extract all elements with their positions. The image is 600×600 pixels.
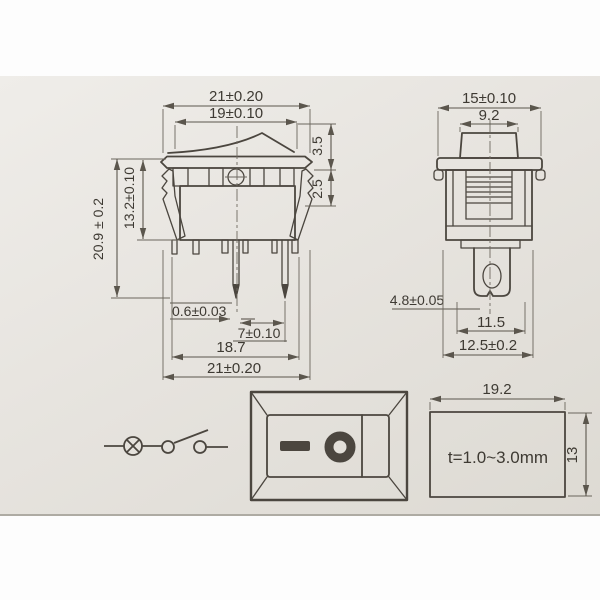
terminal-pin xyxy=(171,239,178,255)
left-snap-clip xyxy=(161,168,186,241)
side-terminal-block xyxy=(473,247,511,297)
dim-terminal-pitch: 7±0.10 xyxy=(238,325,281,341)
switch-symbol-icon xyxy=(161,429,209,454)
panel-thickness-note: t=1.0~3.0mm xyxy=(448,448,548,467)
dim-lower-width: 11.5 xyxy=(477,314,505,331)
dim-cutout-width: 19.2 xyxy=(482,381,511,398)
front-flange xyxy=(160,155,313,169)
terminal-pin xyxy=(271,239,278,254)
lamp-symbol-icon xyxy=(123,436,143,456)
flange-ear xyxy=(535,169,546,181)
side-button xyxy=(459,132,519,159)
terminal-pin xyxy=(291,239,299,254)
switch-body-front xyxy=(179,185,296,241)
dim-terminal-width: 4.8±0.05 xyxy=(390,292,445,308)
dim-total-height: 20.9 ± 0.2 xyxy=(90,198,106,260)
body-step xyxy=(460,239,521,249)
terminal-hole xyxy=(482,263,502,289)
top-view-rocker-window xyxy=(266,414,390,478)
dim-front-width-bottom: 21±0.20 xyxy=(207,360,261,377)
dim-body-height: 13.2±0.10 xyxy=(121,167,137,229)
on-mark-icon xyxy=(280,441,310,451)
side-view-drawing xyxy=(433,120,546,314)
dim-rocker-height: 3.5 xyxy=(309,136,325,156)
terminal-pin xyxy=(192,239,200,255)
front-view-drawing xyxy=(160,126,314,314)
dim-front-width-inner: 19±0.10 xyxy=(209,105,263,122)
dim-cutout-height: 13 xyxy=(564,447,581,464)
dim-body-width: 12.5±0.2 xyxy=(459,337,517,354)
dim-flange-width: 15±0.10 xyxy=(462,90,516,107)
rocker-actuator-profile xyxy=(167,132,295,154)
terminal-pin xyxy=(242,239,249,254)
side-body xyxy=(445,169,533,241)
terminal-pin xyxy=(221,239,229,254)
dim-flange-depth: 2.5 xyxy=(309,179,325,199)
dim-button-width: 9.2 xyxy=(479,107,500,124)
flange-tab xyxy=(249,167,265,187)
off-mark-icon xyxy=(324,431,356,463)
right-snap-clip xyxy=(289,168,314,241)
body-rib-lines xyxy=(466,176,512,204)
side-view-dimensions: 15±0.10 9.2 4.8±0.05 11.5 12.5±0.2 xyxy=(390,90,542,359)
front-view-dimensions: 21±0.20 19±0.10 3.5 2.5 13.2±0.10 20.9 ±… xyxy=(90,88,336,381)
lamp-switch-circuit-symbol xyxy=(104,429,228,456)
flange-ear xyxy=(433,169,444,181)
dim-front-width-top: 21±0.20 xyxy=(209,88,263,105)
flange-tab xyxy=(172,167,189,187)
top-view-outer-frame xyxy=(249,390,409,502)
panel-cutout-drawing: t=1.0~3.0mm 19.2 13 xyxy=(429,381,592,498)
flange-tab xyxy=(279,167,295,187)
dim-terminal-span: 18.7 xyxy=(216,339,245,356)
panel-cutout-rect xyxy=(429,411,566,498)
side-flange xyxy=(436,157,543,171)
top-view-drawing xyxy=(249,390,409,502)
flange-tab xyxy=(208,167,224,187)
dim-terminal-thickness: 0.6±0.03 xyxy=(172,303,227,319)
